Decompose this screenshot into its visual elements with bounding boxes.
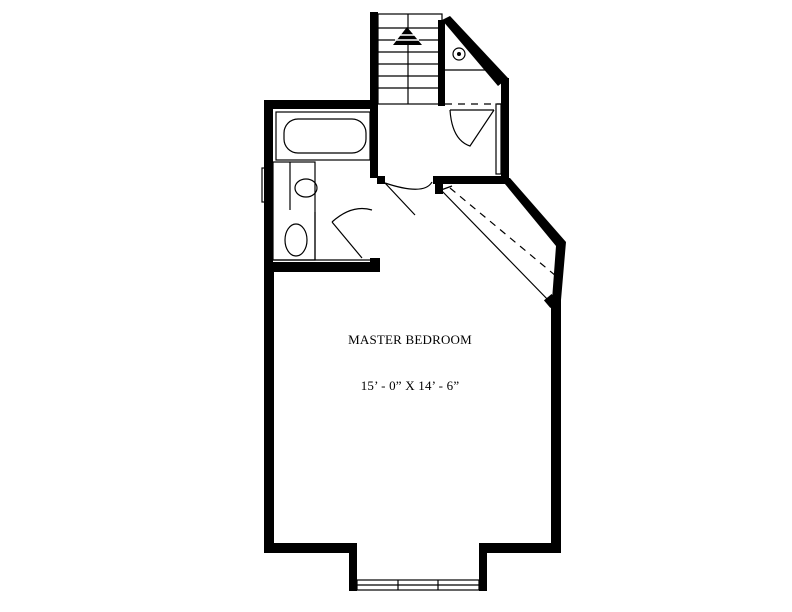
stair-treads [378, 14, 442, 104]
angled-closet [440, 185, 559, 309]
bedroom-right-wall [551, 298, 561, 553]
hall-left-wall [370, 100, 378, 178]
room-dimensions-label: 15’ - 0” X 14’ - 6” [361, 378, 460, 393]
staircase [370, 12, 443, 105]
sink [284, 223, 308, 257]
bath-left-wall [264, 100, 273, 270]
closet-left-wall [438, 20, 445, 106]
bathroom [261, 100, 380, 272]
water-heater-icon [452, 47, 466, 61]
closet-door-swing [449, 109, 495, 147]
closet-angled-wall [442, 16, 508, 86]
room-name-label: MASTER BEDROOM [348, 332, 472, 347]
bedroom-door-swing [384, 181, 433, 216]
toilet [294, 178, 318, 198]
bedroom-bottom-left-wall [264, 543, 356, 553]
bath-door-swing [331, 207, 373, 259]
bath-window [261, 167, 273, 203]
bedroom-left-wall [264, 270, 274, 552]
hallway [370, 100, 505, 216]
triangle-up-arrow-icon [393, 27, 422, 45]
bedroom-bottom-right-wall [479, 543, 561, 553]
stair-left-wall [370, 12, 378, 104]
hall-bottom-wall [433, 176, 505, 184]
bathtub [275, 111, 371, 161]
linen-closet [438, 16, 509, 184]
bath-top-wall [264, 100, 378, 109]
bay-left-wall [349, 543, 357, 591]
bay-right-wall [479, 543, 487, 591]
bay-window [356, 579, 480, 591]
master-bedroom: MASTER BEDROOM 15’ - 0” X 14’ - 6” [264, 178, 566, 591]
bedroom-angled-wall [500, 178, 566, 300]
vanity [272, 161, 316, 261]
closet-right-wall [501, 78, 509, 184]
